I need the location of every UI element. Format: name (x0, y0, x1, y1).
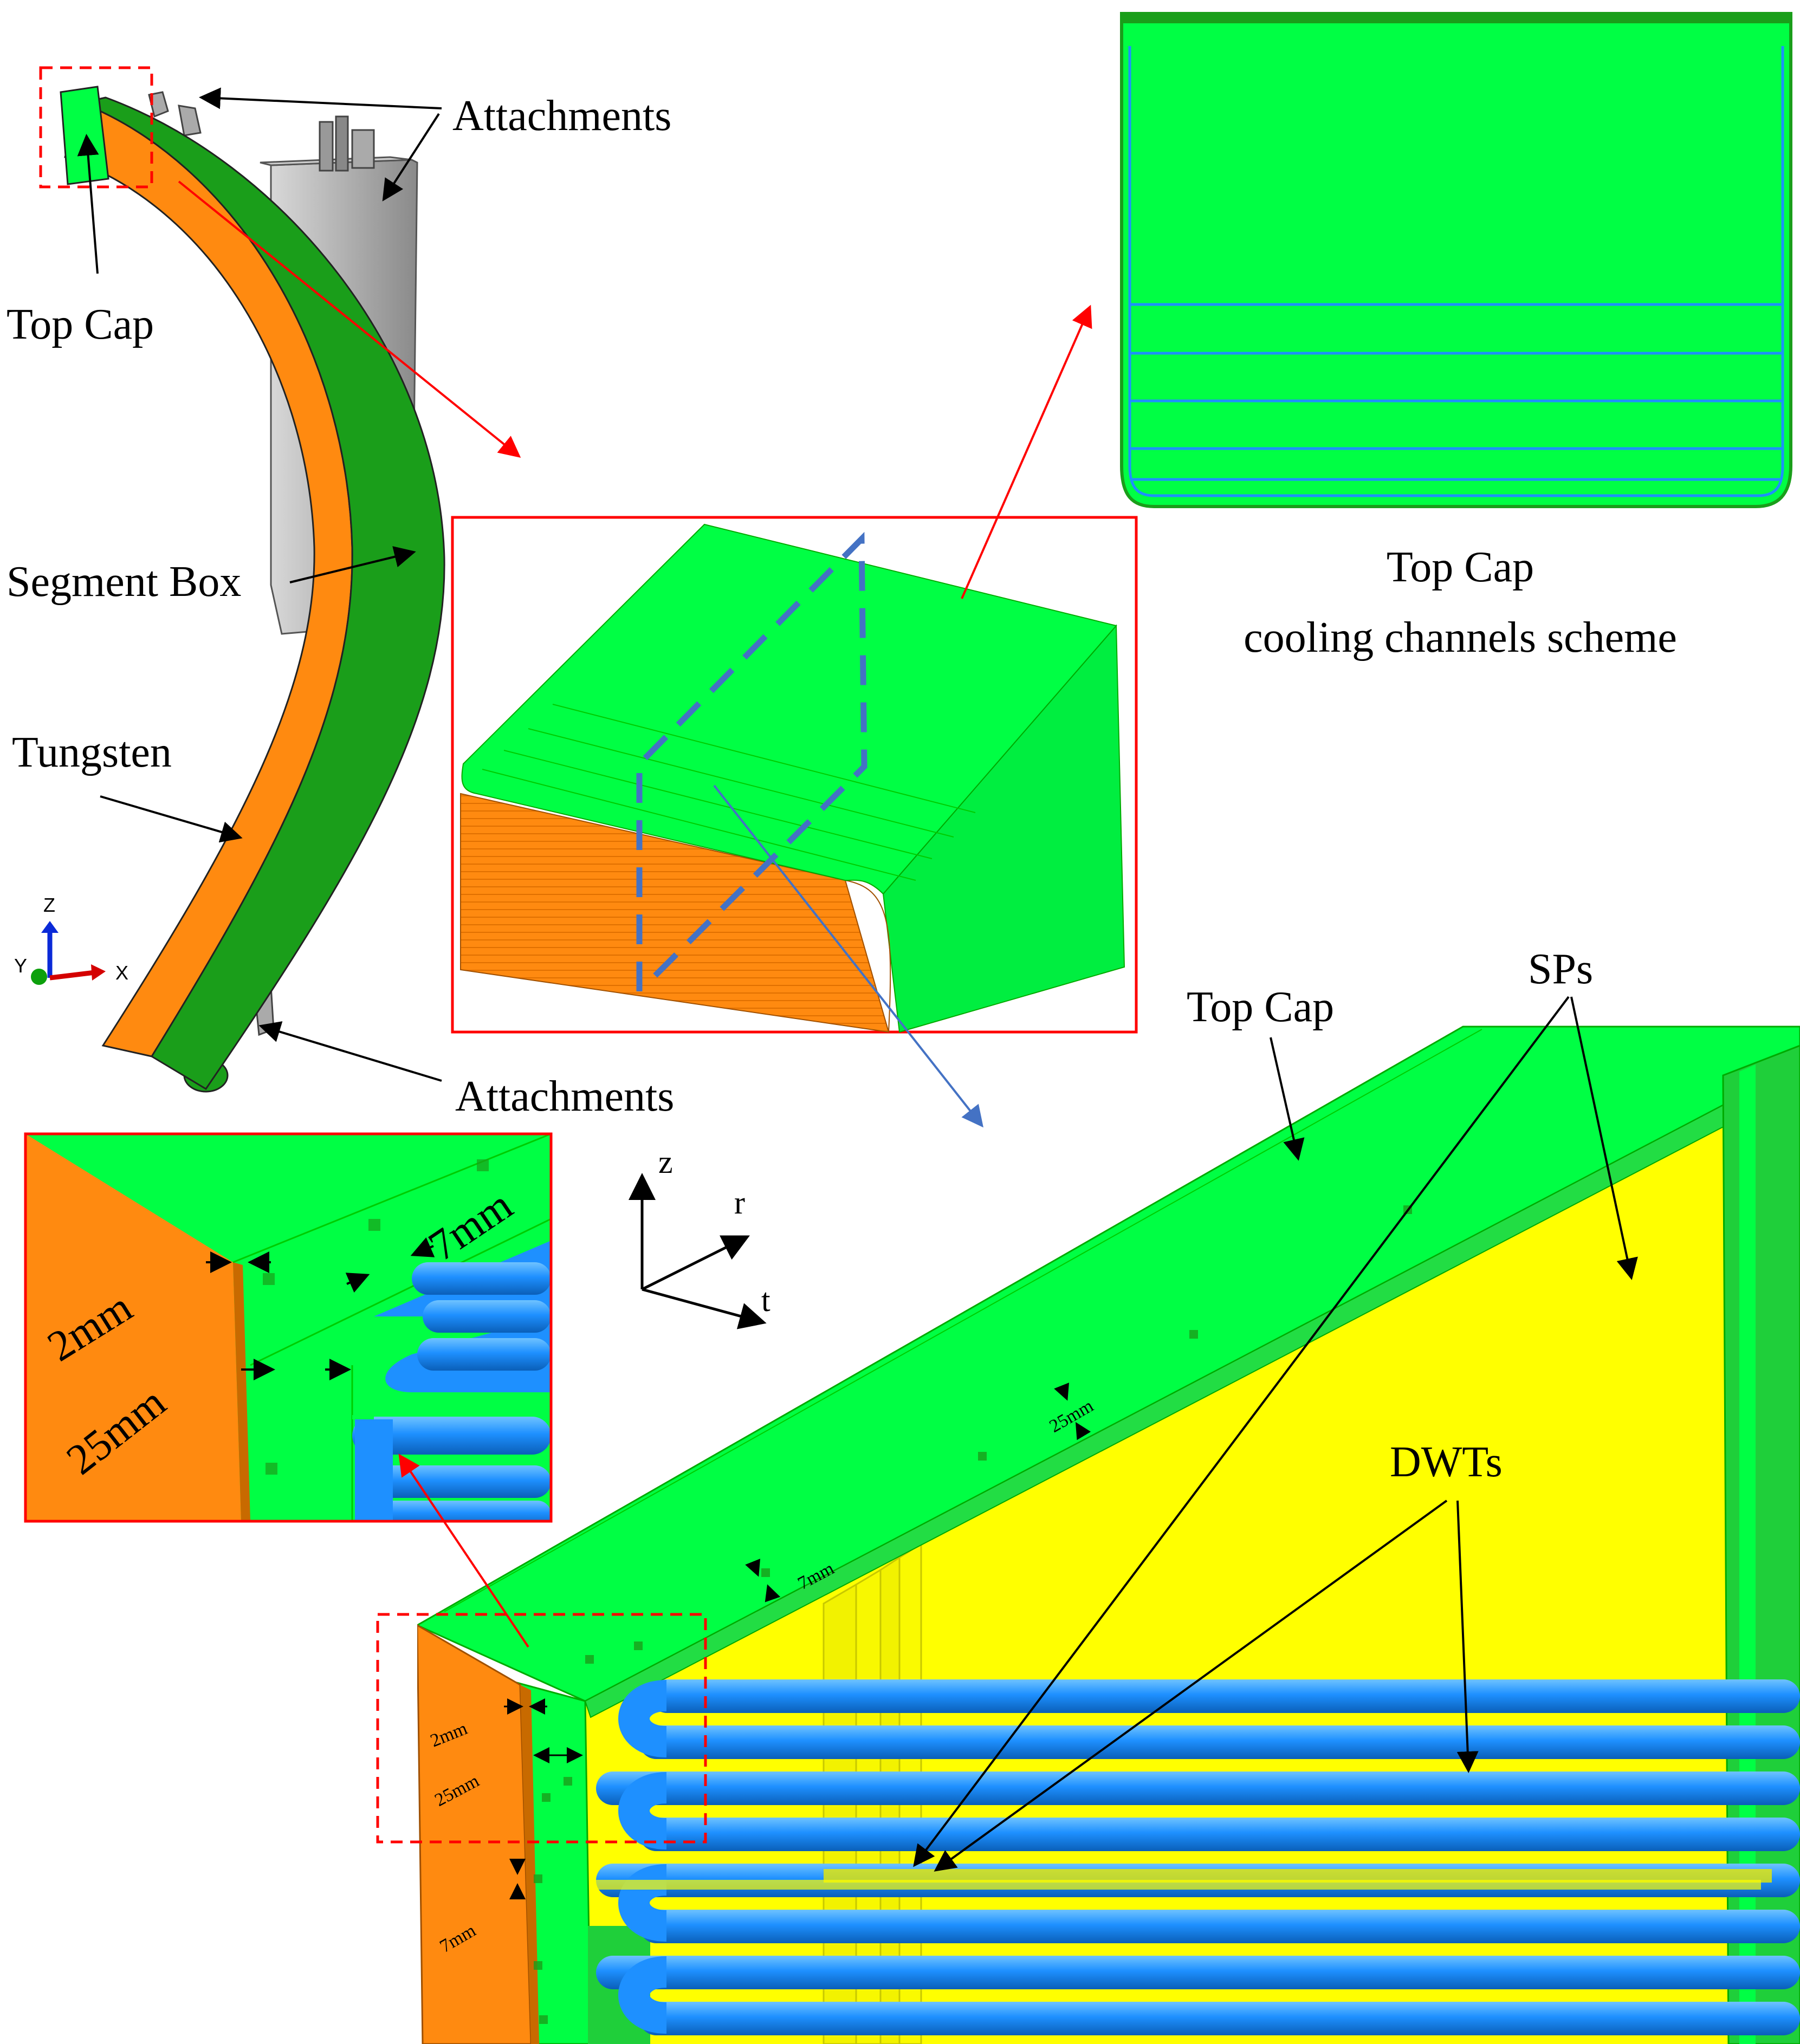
arrow-top-cap (77, 134, 99, 274)
axis-r-label: r (734, 1185, 745, 1221)
arrow-top-cap-detail (1270, 1037, 1305, 1161)
arrow-tungsten (100, 795, 243, 843)
tungsten-label: Tungsten (12, 729, 172, 776)
block-detail (460, 523, 1125, 1033)
arrow-sps-2 (913, 996, 1570, 1867)
arrow-segment-box (289, 546, 416, 583)
dwt-pipes (596, 1679, 1800, 2035)
attachments-bottom-label: Attachments (455, 1073, 674, 1120)
axis-t-label: t (761, 1282, 770, 1318)
arrow-to-detail (713, 784, 983, 1128)
arrow-attachments-1 (199, 87, 442, 109)
arrow-to-inset (398, 1453, 529, 1648)
xyz-triad: Z Y X (14, 894, 128, 985)
axis-z-small: z (658, 1144, 673, 1180)
top-cap-highlight-box (39, 66, 153, 189)
axis-z-label: Z (43, 894, 55, 916)
arrow-dwts-2 (934, 1500, 1448, 1872)
zoom-inset-frame (24, 1132, 553, 1523)
dwts-label: DWTs (1390, 1438, 1503, 1486)
cooling-scheme (1120, 12, 1792, 508)
top-cap-detail-label: Top Cap (1187, 983, 1334, 1031)
segment-box-label: Segment Box (7, 558, 241, 606)
scheme-title-line2: cooling channels scheme (1244, 614, 1677, 661)
block-detail-frame (451, 516, 1138, 1034)
arrow-dwts-1 (1456, 1500, 1479, 1773)
axis-x-label: X (115, 962, 128, 984)
corner-highlight-box (376, 1613, 707, 1844)
arrow-to-scheme (961, 304, 1092, 599)
detail-section (417, 1026, 1800, 2044)
sps-label: SPs (1528, 945, 1593, 993)
zrt-triad: z r t (629, 1144, 770, 1329)
arrow-attachments-2 (382, 113, 440, 202)
attachments-top-label: Attachments (452, 92, 671, 140)
arrow-attachments-bottom (258, 1021, 442, 1082)
arrow-sps-1 (1570, 996, 1638, 1280)
scheme-title-line1: Top Cap (1387, 543, 1534, 591)
arrow-to-block (178, 180, 521, 458)
axis-y-label: Y (14, 955, 27, 977)
zoom-inset: 2mm 25mm 7mm (25, 1134, 551, 1521)
segment-box-strip (78, 96, 445, 1091)
top-cap-left-label: Top Cap (7, 301, 154, 348)
